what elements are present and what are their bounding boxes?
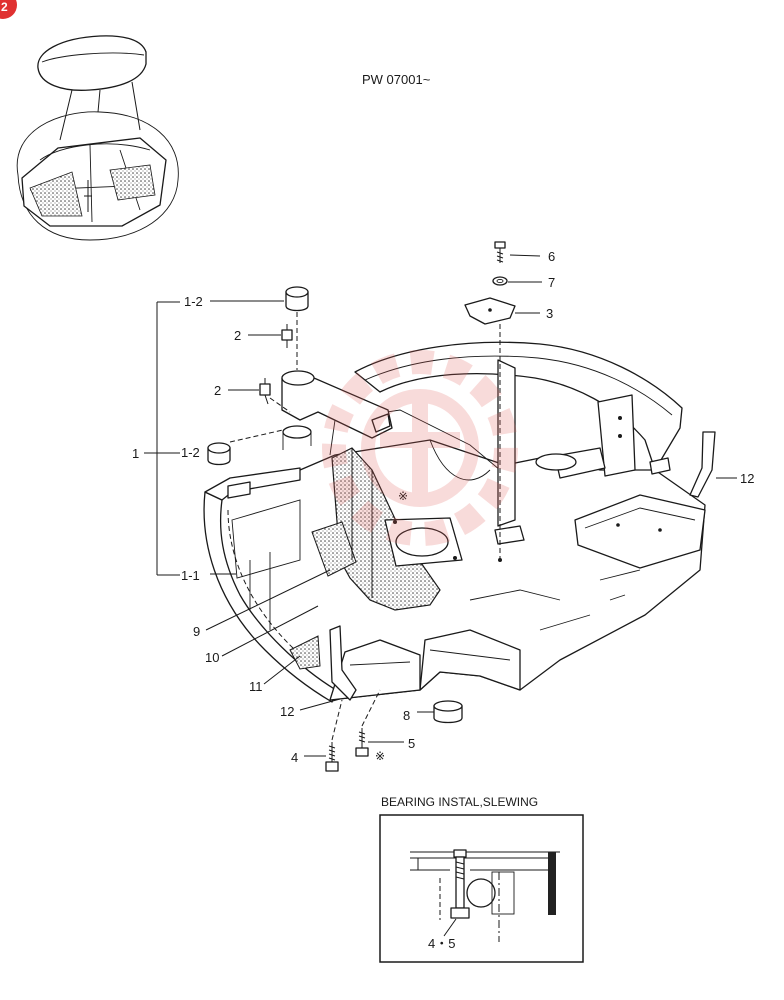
callout-12-right: 12 <box>740 471 754 486</box>
page-badge: 2 <box>0 0 17 19</box>
callout-12-left: 12 <box>280 704 294 719</box>
callout-5: 5 <box>408 736 415 751</box>
mark-frame: ※ <box>398 489 408 503</box>
part-8-cap <box>433 700 463 724</box>
part-4-bolt <box>325 699 343 772</box>
part-2-fitting-lower <box>259 378 271 405</box>
part-2-fitting-upper <box>281 324 293 348</box>
part-1-2-cap-mid <box>207 442 231 466</box>
callout-11: 11 <box>249 679 263 694</box>
callout-2-lower: 2 <box>214 383 221 398</box>
callout-9: 9 <box>193 624 200 639</box>
serial-range: PW 07001~ <box>362 72 431 87</box>
callout-1-2-mid: 1-2 <box>181 445 200 460</box>
part-5-bolt <box>355 689 381 757</box>
callout-8: 8 <box>403 708 410 723</box>
callout-1: 1 <box>132 446 139 461</box>
page-badge-label: 2 <box>1 0 8 14</box>
callout-4: 4 <box>291 750 298 765</box>
callout-1-1: 1-1 <box>181 568 200 583</box>
inset-bearing-install: BEARING INSTAL,SLEWING 4・5 <box>379 795 584 963</box>
callout-1-2-top: 1-2 <box>184 294 203 309</box>
machine-thumbnail <box>16 35 179 241</box>
mark-bolt: ※ <box>375 749 385 763</box>
part-12-left <box>329 625 357 701</box>
watermark-logo <box>322 350 518 546</box>
callout-7: 7 <box>548 275 555 290</box>
callout-10: 10 <box>205 650 219 665</box>
inset-callout-4-5: 4・5 <box>428 936 455 951</box>
callout-3: 3 <box>546 306 553 321</box>
part-3-bracket <box>464 297 516 325</box>
callout-2-upper: 2 <box>234 328 241 343</box>
inset-title: BEARING INSTAL,SLEWING <box>381 795 538 809</box>
callout-6: 6 <box>548 249 555 264</box>
part-12-right <box>689 431 716 498</box>
leader-lines <box>144 254 737 757</box>
part-6-bolt <box>494 241 506 263</box>
part-1-2-cap-top <box>285 286 309 312</box>
part-7-washer <box>492 276 508 286</box>
